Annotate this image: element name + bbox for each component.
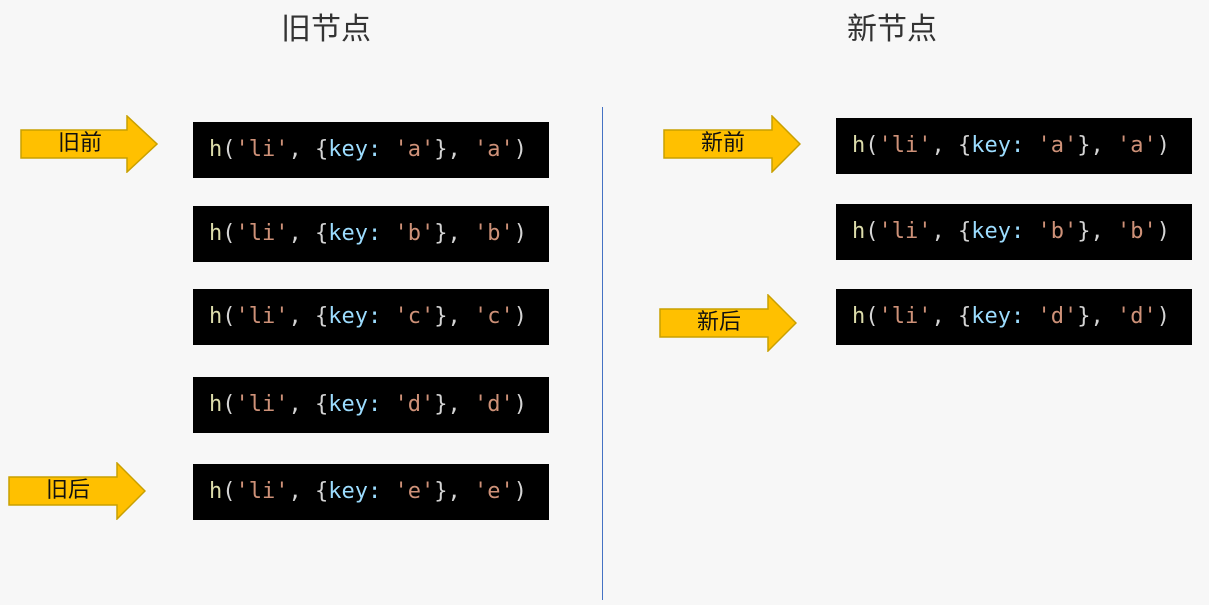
old-start-pointer-arrow: 旧前 [20, 115, 158, 173]
new-node-a: h('li', {key: 'a'}, 'a') [836, 118, 1192, 174]
new-end-label: 新后 [696, 310, 741, 335]
old-node-c: h('li', {key: 'c'}, 'c') [193, 289, 549, 345]
old-end-label: 旧后 [45, 478, 90, 503]
new-node-b: h('li', {key: 'b'}, 'b') [836, 204, 1192, 260]
new-start-pointer-arrow: 新前 [663, 115, 801, 173]
new-node-d: h('li', {key: 'd'}, 'd') [836, 289, 1192, 345]
new-end-pointer-arrow: 新后 [659, 294, 797, 352]
new-nodes-title: 新节点 [847, 12, 937, 47]
old-start-label: 旧前 [57, 131, 102, 156]
old-node-b: h('li', {key: 'b'}, 'b') [193, 206, 549, 262]
old-nodes-title: 旧节点 [281, 12, 371, 47]
arrow-right-icon [659, 294, 797, 352]
new-start-label: 新前 [700, 131, 745, 156]
arrow-right-icon [20, 115, 158, 173]
arrow-right-icon [663, 115, 801, 173]
old-end-pointer-arrow: 旧后 [8, 462, 146, 520]
old-node-a: h('li', {key: 'a'}, 'a') [193, 122, 549, 178]
old-node-e: h('li', {key: 'e'}, 'e') [193, 464, 549, 520]
arrow-right-icon [8, 462, 146, 520]
center-divider [602, 107, 603, 600]
old-node-d: h('li', {key: 'd'}, 'd') [193, 377, 549, 433]
